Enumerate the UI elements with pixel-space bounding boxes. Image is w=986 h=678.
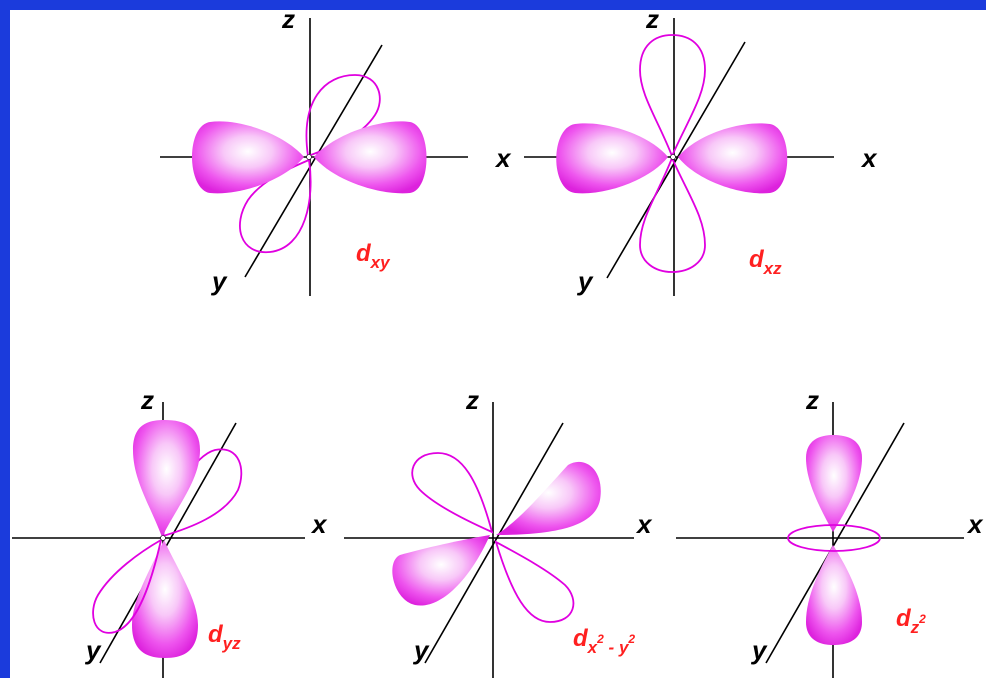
axis-label-z: z <box>465 385 479 415</box>
orbital-label-dx2-y2: dx2 - y2 <box>573 625 635 657</box>
axis-label-z: z <box>805 385 819 415</box>
nucleus <box>671 155 676 160</box>
axis-label-y: y <box>750 635 768 665</box>
lobe-filled <box>192 121 304 193</box>
orbital-label-dz2: dz2 <box>896 605 926 637</box>
lobe-filled <box>496 462 601 535</box>
lobe-filled <box>133 420 200 537</box>
lobe-outline <box>412 453 492 532</box>
lobe-outline <box>496 542 573 622</box>
orbital-label-dyz: dyz <box>208 621 241 653</box>
axis-label-y: y <box>412 635 430 665</box>
nucleus <box>161 536 166 541</box>
axis-label-x: x <box>966 509 984 539</box>
axis-label-y: y <box>576 266 594 296</box>
axis-label-x: x <box>494 143 512 173</box>
axis-label-x: x <box>635 509 653 539</box>
lobe-filled <box>806 435 862 532</box>
orbital-dx2-y2: z x y dx2 - y2 <box>344 385 653 678</box>
y-axis-line <box>425 423 563 663</box>
lobe-outline <box>640 158 705 272</box>
axis-label-z: z <box>645 10 659 34</box>
nucleus <box>307 155 312 160</box>
orbital-label-dxy: dxy <box>356 240 391 272</box>
orbital-dxz: z x x y dxz <box>494 10 878 296</box>
orbital-label-dxz: dxz <box>749 246 782 278</box>
lobe-filled <box>678 123 787 193</box>
d-orbitals-diagram: z y dxy z x x y dxz z x y dyz <box>10 10 986 678</box>
orbital-dyz: z x y dyz <box>12 385 328 678</box>
axis-label-z: z <box>281 10 295 34</box>
axis-label-z: z <box>140 385 154 415</box>
orbital-dz2: z x y dz2 <box>676 385 984 678</box>
lobe-filled <box>392 535 490 606</box>
lobe-outline <box>640 35 705 156</box>
axis-label-x: x <box>310 509 328 539</box>
orbital-dxy: z y dxy <box>160 10 468 296</box>
slide: z y dxy z x x y dxz z x y dyz <box>10 10 986 678</box>
axis-label-x: x <box>860 143 878 173</box>
axis-label-y: y <box>210 266 228 296</box>
lobe-filled <box>806 545 862 645</box>
axis-label-y: y <box>84 635 102 665</box>
lobe-filled <box>556 123 668 193</box>
